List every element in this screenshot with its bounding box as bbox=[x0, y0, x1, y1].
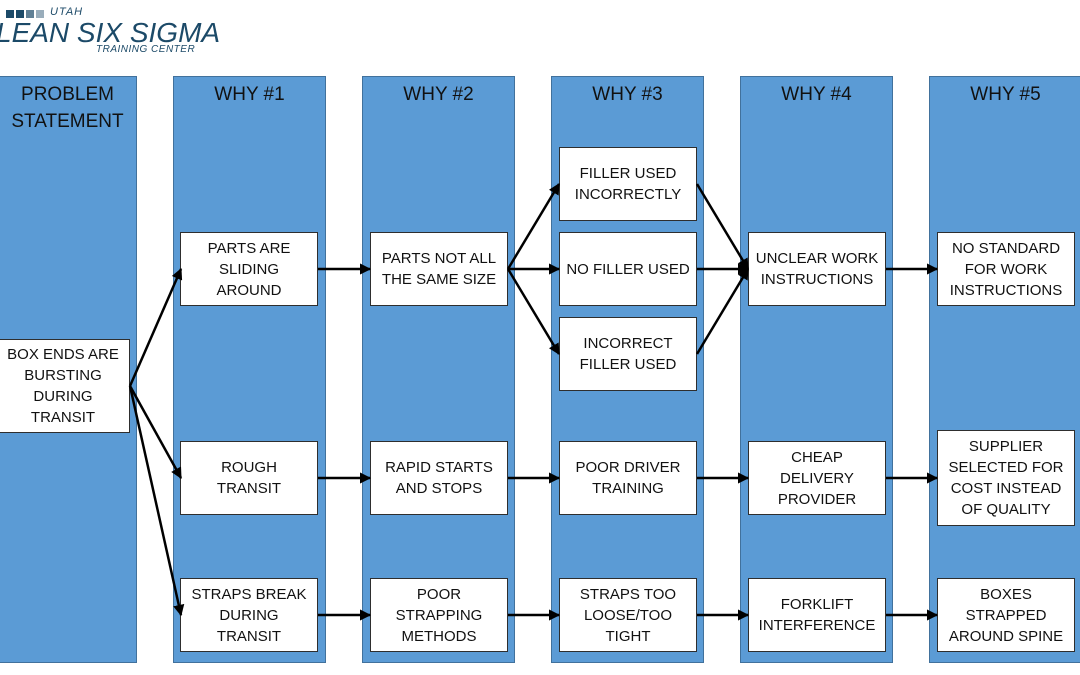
box-why4-cheap-delivery: CHEAP DELIVERY PROVIDER bbox=[748, 441, 886, 515]
column-title-problem-statement: PROBLEM STATEMENT bbox=[11, 84, 124, 132]
box-why2-parts-size-text: PARTS NOT ALL THE SAME SIZE bbox=[381, 250, 497, 288]
box-why3-poor-driver: POOR DRIVER TRAINING bbox=[559, 441, 697, 515]
logo-bars bbox=[6, 10, 44, 18]
column-title-why-5: WHY #5 bbox=[970, 84, 1041, 105]
box-why4-unclear-instructions: UNCLEAR WORK INSTRUCTIONS bbox=[748, 232, 886, 306]
box-why5-no-standard: NO STANDARD FOR WORK INSTRUCTIONS bbox=[937, 232, 1075, 306]
logo: UTAH LEAN SIX SIGMA TRAINING CENTER bbox=[0, 0, 220, 62]
box-why5-boxes-strapped-text: BOXES STRAPPED AROUND SPINE bbox=[948, 585, 1064, 645]
logo-top-text: UTAH bbox=[50, 6, 84, 18]
box-why3-no-filler: NO FILLER USED bbox=[559, 232, 697, 306]
column-title-why-1: WHY #1 bbox=[214, 84, 285, 105]
box-why1-rough-transit-text: ROUGH TRANSIT bbox=[216, 459, 282, 497]
box-why3-straps-loose: STRAPS TOO LOOSE/TOO TIGHT bbox=[559, 578, 697, 652]
column-title-why-2: WHY #2 bbox=[403, 84, 474, 105]
box-why1-parts-sliding-text: PARTS ARE SLIDING AROUND bbox=[207, 239, 291, 299]
column-title-why-4: WHY #4 bbox=[781, 84, 852, 105]
box-why1-parts-sliding: PARTS ARE SLIDING AROUND bbox=[180, 232, 318, 306]
column-why-5: WHY #5 bbox=[929, 76, 1080, 663]
box-why4-cheap-delivery-text: CHEAP DELIVERY PROVIDER bbox=[777, 448, 857, 508]
box-why1-rough-transit: ROUGH TRANSIT bbox=[180, 441, 318, 515]
box-why3-straps-loose-text: STRAPS TOO LOOSE/TOO TIGHT bbox=[579, 585, 677, 645]
box-why3-incorrect-filler: INCORRECT FILLER USED bbox=[559, 317, 697, 391]
box-why2-poor-strapping-text: POOR STRAPPING METHODS bbox=[395, 585, 483, 645]
box-problem-statement: BOX ENDS ARE BURSTING DURING TRANSIT bbox=[0, 339, 130, 433]
column-why-4: WHY #4 bbox=[740, 76, 893, 663]
box-why4-forklift-text: FORKLIFT INTERFERENCE bbox=[758, 596, 876, 634]
box-why5-supplier-selected: SUPPLIER SELECTED FOR COST INSTEAD OF QU… bbox=[937, 430, 1075, 526]
box-why4-forklift: FORKLIFT INTERFERENCE bbox=[748, 578, 886, 652]
box-why4-unclear-instructions-text: UNCLEAR WORK INSTRUCTIONS bbox=[755, 250, 879, 288]
box-why1-straps-break: STRAPS BREAK DURING TRANSIT bbox=[180, 578, 318, 652]
box-why5-boxes-strapped: BOXES STRAPPED AROUND SPINE bbox=[937, 578, 1075, 652]
column-why-2: WHY #2 bbox=[362, 76, 515, 663]
box-why3-poor-driver-text: POOR DRIVER TRAINING bbox=[575, 459, 681, 497]
logo-main-text: LEAN SIX SIGMA bbox=[0, 17, 221, 48]
logo-sub-text: TRAINING CENTER bbox=[96, 44, 196, 55]
column-why-1: WHY #1 bbox=[173, 76, 326, 663]
column-title-why-3: WHY #3 bbox=[592, 84, 663, 105]
box-problem-statement-text: BOX ENDS ARE BURSTING DURING TRANSIT bbox=[7, 346, 119, 426]
box-why3-incorrect-filler-text: INCORRECT FILLER USED bbox=[579, 335, 677, 373]
box-why5-supplier-selected-text: SUPPLIER SELECTED FOR COST INSTEAD OF QU… bbox=[948, 438, 1064, 518]
box-why3-filler-incorrectly-text: FILLER USED INCORRECTLY bbox=[574, 165, 682, 203]
box-why1-straps-break-text: STRAPS BREAK DURING TRANSIT bbox=[191, 585, 307, 645]
box-why3-no-filler-text: NO FILLER USED bbox=[566, 260, 690, 278]
box-why2-rapid-starts: RAPID STARTS AND STOPS bbox=[370, 441, 508, 515]
box-why2-poor-strapping: POOR STRAPPING METHODS bbox=[370, 578, 508, 652]
box-why2-parts-size: PARTS NOT ALL THE SAME SIZE bbox=[370, 232, 508, 306]
box-why2-rapid-starts-text: RAPID STARTS AND STOPS bbox=[385, 459, 493, 497]
box-why5-no-standard-text: NO STANDARD FOR WORK INSTRUCTIONS bbox=[949, 239, 1063, 299]
box-why3-filler-incorrectly: FILLER USED INCORRECTLY bbox=[559, 147, 697, 221]
